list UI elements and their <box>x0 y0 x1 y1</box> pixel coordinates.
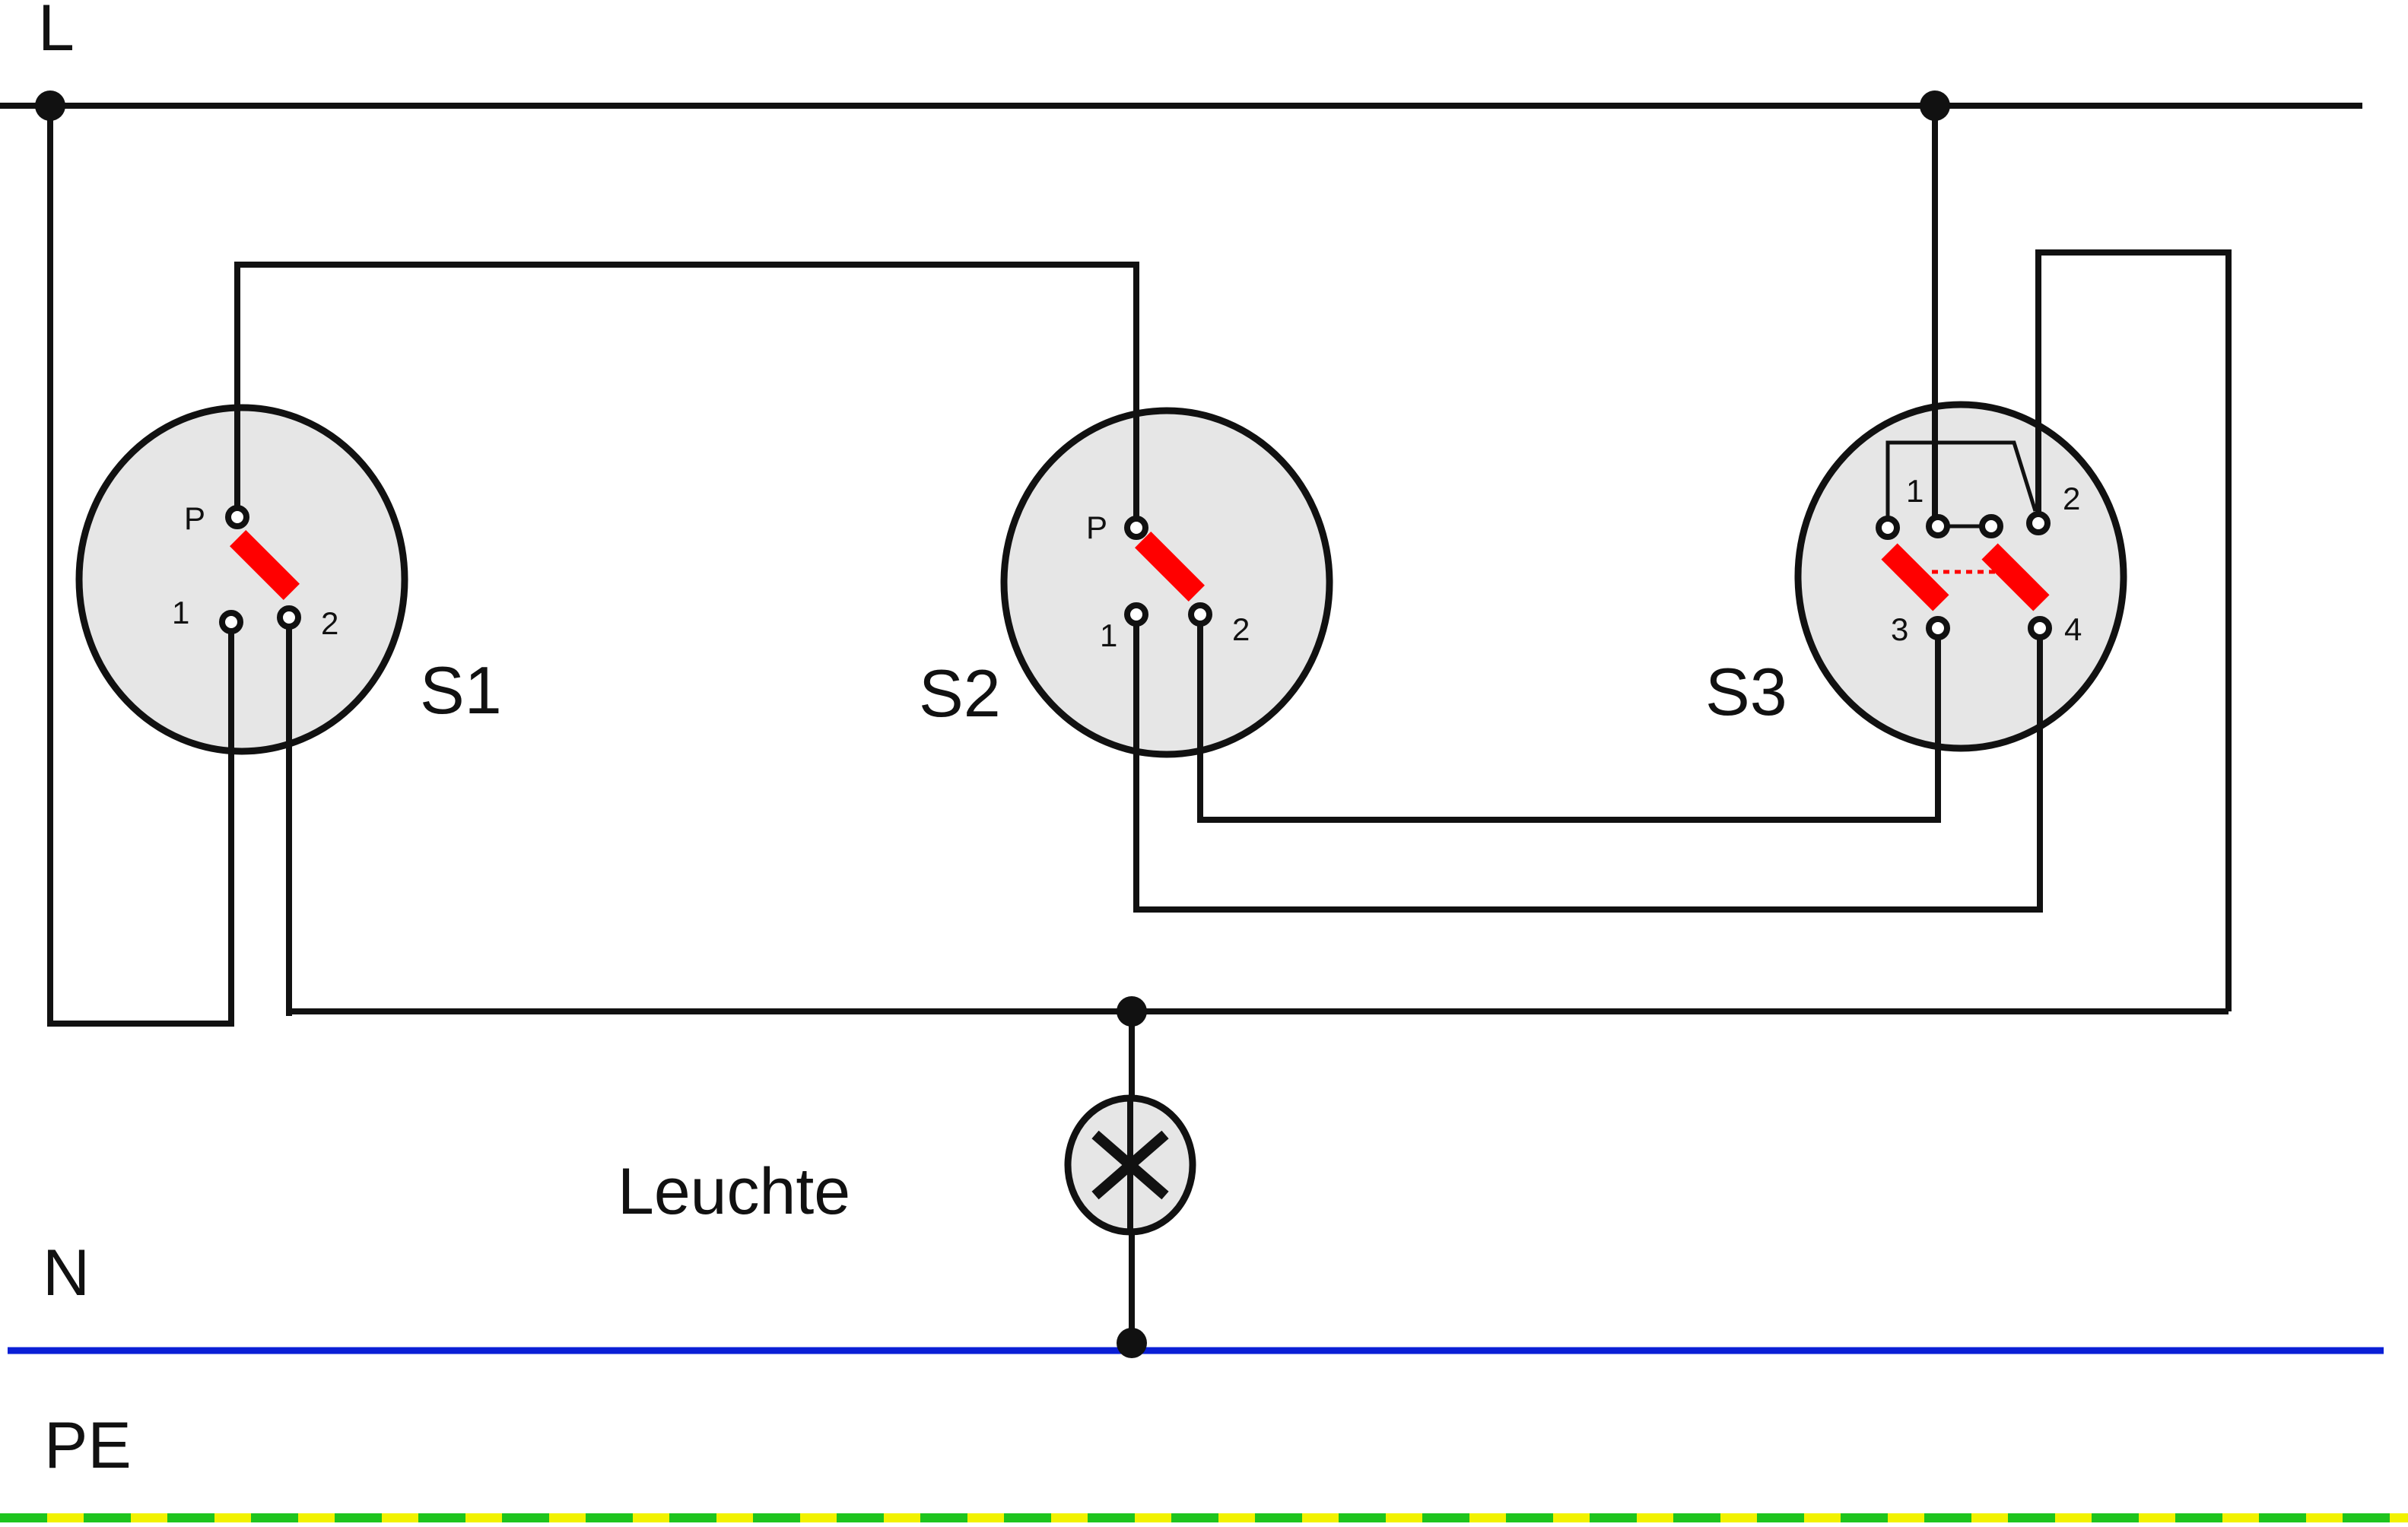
s1-terminal-2 <box>277 605 301 630</box>
wire-s3-2-loop <box>2035 249 2232 1011</box>
junction-node <box>1920 90 1950 121</box>
switch-s2: P 1 2 <box>1000 407 1333 758</box>
wire-s2-1-to-s3-4 <box>1133 614 2043 913</box>
s2-terminal-2 <box>1188 602 1212 627</box>
s1-terminal-1 <box>219 610 243 634</box>
neutral-label: N <box>43 1237 90 1310</box>
wire-s1-p-to-s2-p <box>234 262 1139 526</box>
lamp-symbol <box>1064 1094 1196 1236</box>
switch-s1: P 1 2 <box>75 403 408 755</box>
s3-terminal-3-label: 3 <box>1891 611 1908 647</box>
switch-s3: 1 2 3 4 <box>1794 401 2127 752</box>
wire-l-to-s1-1 <box>47 106 234 1027</box>
s1-terminal-1-label: 1 <box>172 595 189 630</box>
junction-node <box>1117 1328 1147 1358</box>
s3-terminal-3 <box>1926 616 1950 640</box>
s1-rocker-contact <box>230 530 300 600</box>
s1-terminal-p-label: P <box>184 500 205 536</box>
s3-terminal-2 <box>2026 511 2051 535</box>
phase-label: L <box>38 0 75 65</box>
s3-rocker-contact-left <box>1881 543 1949 611</box>
s3-terminal-4-label: 4 <box>2064 611 2082 647</box>
earth-label: PE <box>44 1409 132 1482</box>
s1-terminal-p <box>225 505 249 529</box>
s3-terminal-1-label: 1 <box>1906 473 1924 509</box>
s2-terminal-2-label: 2 <box>1232 611 1250 647</box>
s2-terminal-p <box>1124 516 1148 540</box>
s2-terminal-1 <box>1124 602 1148 627</box>
s3-terminal-2-label: 2 <box>2063 481 2080 516</box>
s2-label: S2 <box>919 656 1001 731</box>
junction-node <box>1117 996 1147 1027</box>
s3-terminal-inner <box>1979 514 2003 538</box>
junction-node <box>35 90 65 121</box>
s1-label: S1 <box>420 652 502 728</box>
s3-terminal-4 <box>2028 616 2052 640</box>
s3-terminal-1 <box>1876 516 1900 540</box>
s2-terminal-1-label: 1 <box>1100 617 1117 653</box>
s3-internal-bridge <box>1885 440 2038 522</box>
s3-rocker-contact-right <box>1981 543 2050 611</box>
s2-rocker-contact <box>1135 532 1205 602</box>
lamp-label: Leuchte <box>618 1155 850 1228</box>
s1-terminal-2-label: 2 <box>321 605 338 641</box>
s2-terminal-p-label: P <box>1086 510 1107 545</box>
s3-terminal-center <box>1926 514 1950 538</box>
s3-label: S3 <box>1705 654 1787 729</box>
